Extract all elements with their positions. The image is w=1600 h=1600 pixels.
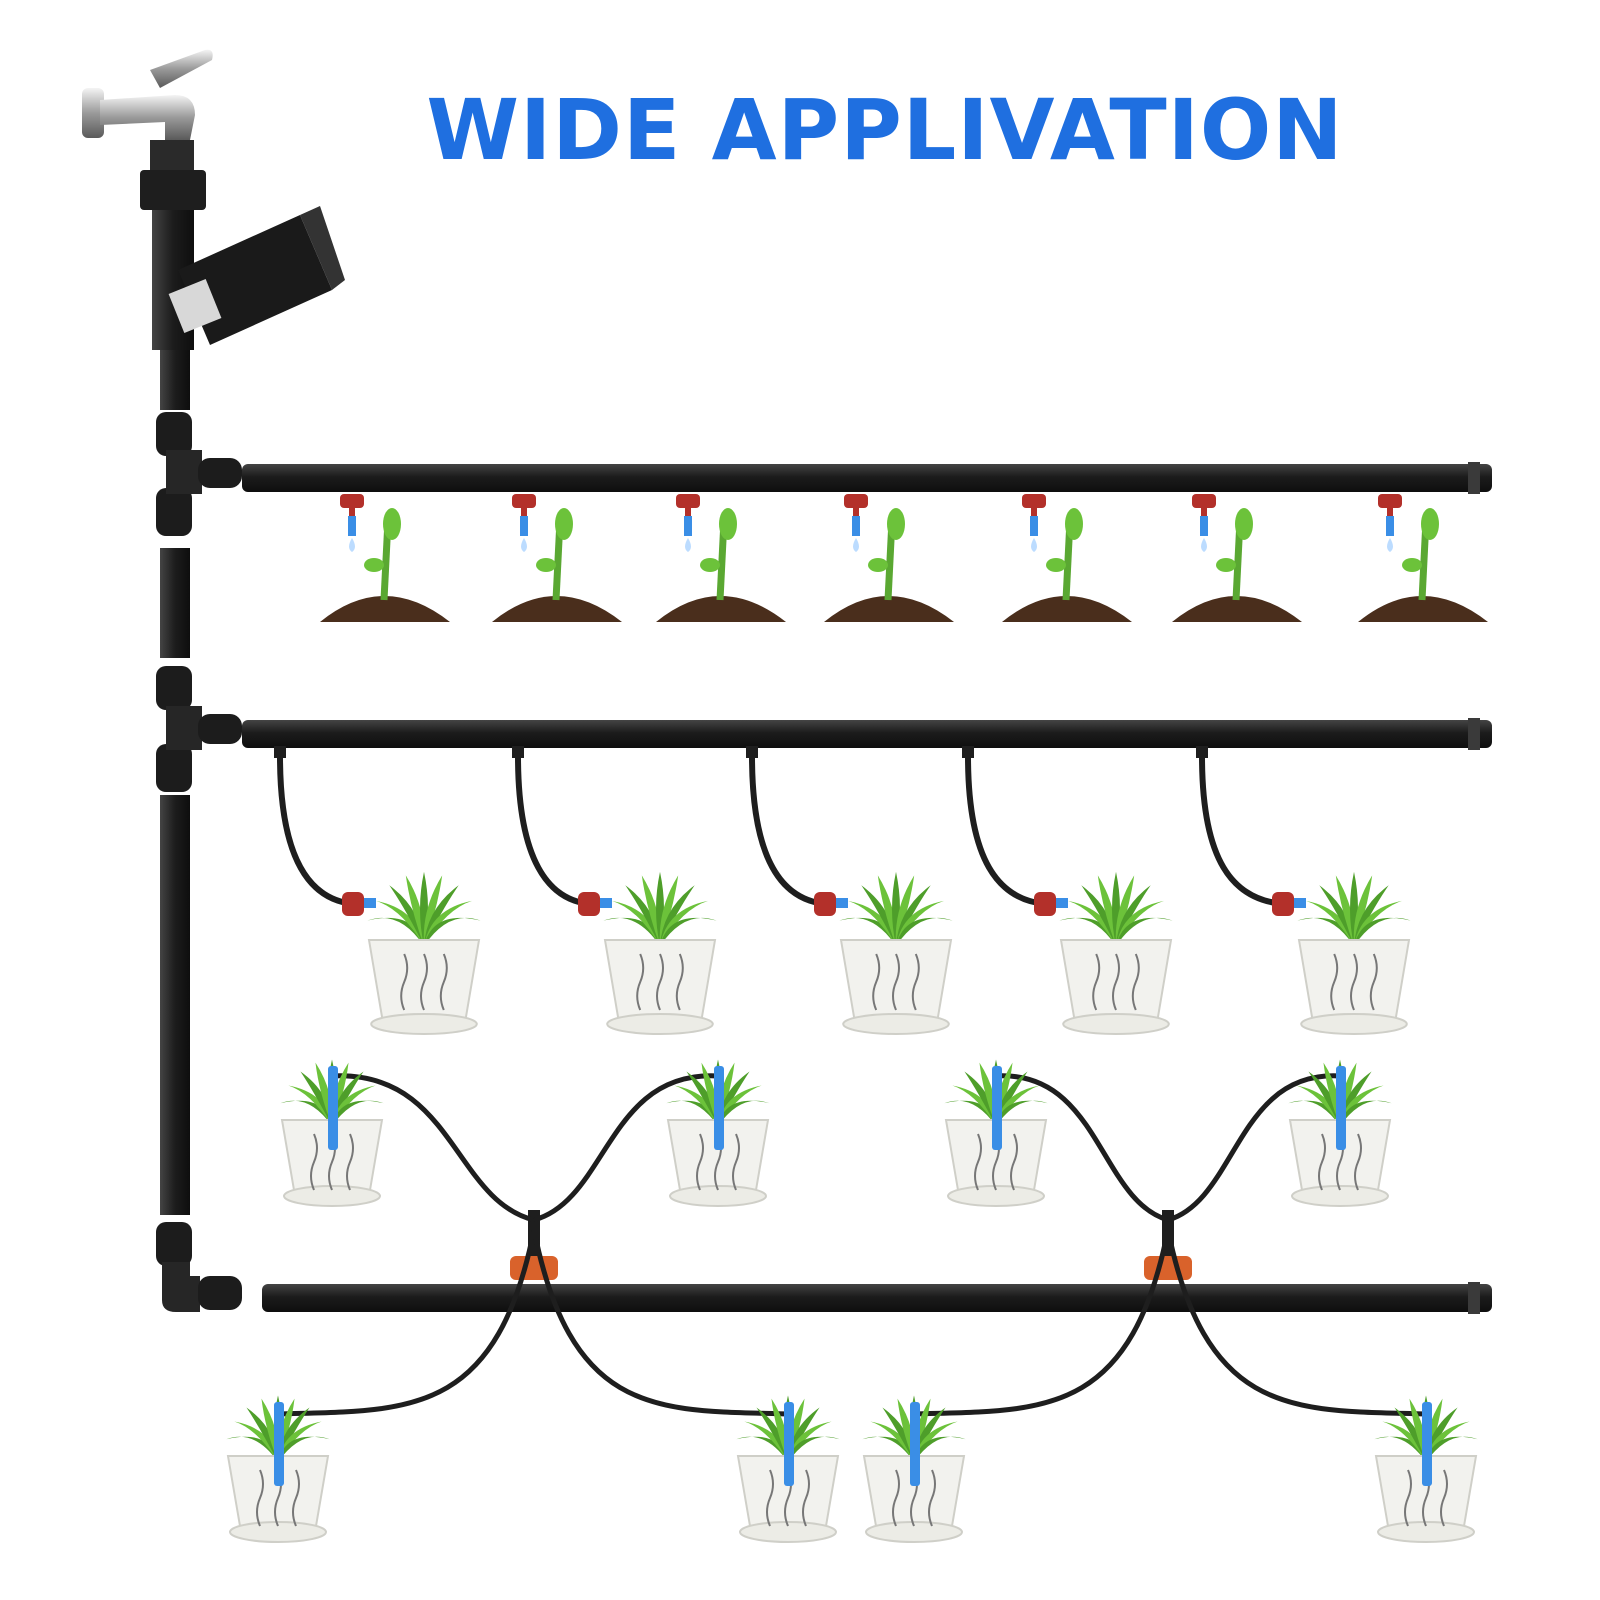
- dripper-icon: [1192, 494, 1216, 516]
- potted-plant-icon: [839, 871, 953, 1035]
- drip-stake-icon: [348, 516, 356, 552]
- dripper-icon: [512, 494, 536, 516]
- seedling-icon: [1358, 508, 1488, 622]
- seedling-icon: [320, 508, 450, 622]
- distribution-pipe-1: [242, 462, 1492, 494]
- drip-tube: [274, 746, 355, 907]
- potted-plant-icon: [603, 871, 717, 1035]
- drip-stake-icon: [910, 1402, 920, 1486]
- drip-tube: [512, 746, 591, 907]
- seedling-icon: [492, 508, 622, 622]
- dripper-icon: [578, 892, 612, 916]
- distribution-pipe-2: [242, 718, 1492, 750]
- drip-stake-icon: [1422, 1402, 1432, 1486]
- stake-pot-row: [226, 1059, 1478, 1543]
- drip-stake-icon: [784, 1402, 794, 1486]
- drip-stake-icon: [328, 1066, 338, 1150]
- dripper-icon: [1272, 892, 1306, 916]
- seedling-icon: [1172, 508, 1302, 622]
- dripper-icon: [844, 494, 868, 516]
- potted-plant-icon: [1374, 1395, 1478, 1543]
- potted-plant-icon: [944, 1059, 1048, 1207]
- drip-stake-icon: [1030, 516, 1038, 552]
- dripper-icon: [1378, 494, 1402, 516]
- drip-stake-icon: [852, 516, 860, 552]
- drip-stake-icon: [992, 1066, 1002, 1150]
- potted-plant-icon: [666, 1059, 770, 1207]
- drip-stake-icon: [1386, 516, 1394, 552]
- dripper-icon: [1034, 892, 1068, 916]
- potted-plant-icon: [280, 1059, 384, 1207]
- potted-plant-icon: [1059, 871, 1173, 1035]
- tee-connector-icon: [156, 666, 242, 792]
- drip-tube: [1196, 746, 1285, 907]
- drip-stake-icon: [520, 516, 528, 552]
- faucet-icon: [82, 49, 213, 170]
- dripper-icon: [676, 494, 700, 516]
- potted-plant-icon: [1297, 871, 1411, 1035]
- drip-tube: [277, 1073, 789, 1417]
- drip-stake-icon: [1200, 516, 1208, 552]
- filter-icon: [140, 170, 345, 350]
- dripper-icon: [340, 494, 364, 516]
- seedling-icon: [656, 508, 786, 622]
- manifold-dripper-icon: [1144, 1210, 1192, 1280]
- drip-tube: [746, 746, 827, 907]
- seedling-row: [320, 494, 1488, 622]
- seedling-icon: [824, 508, 954, 622]
- drip-stake-icon: [684, 516, 692, 552]
- distribution-pipe-3: [262, 1282, 1492, 1314]
- drip-stake-icon: [274, 1402, 284, 1486]
- drip-stake-icon: [1336, 1066, 1346, 1150]
- dripper-icon: [814, 892, 848, 916]
- seedling-icon: [1002, 508, 1132, 622]
- elbow-connector-icon: [156, 1222, 242, 1312]
- drip-stake-icon: [714, 1066, 724, 1150]
- hanging-pot-row: [274, 746, 1411, 1035]
- drip-tube: [962, 746, 1047, 907]
- page-title: WIDE APPLIVATION: [426, 81, 1344, 179]
- dripper-icon: [1022, 494, 1046, 516]
- main-riser-pipe: [160, 350, 190, 1215]
- tee-connector-icon: [156, 412, 242, 536]
- potted-plant-icon: [367, 871, 481, 1035]
- dripper-icon: [342, 892, 376, 916]
- drip-tube: [913, 1073, 1427, 1417]
- manifold-dripper-icon: [510, 1210, 558, 1280]
